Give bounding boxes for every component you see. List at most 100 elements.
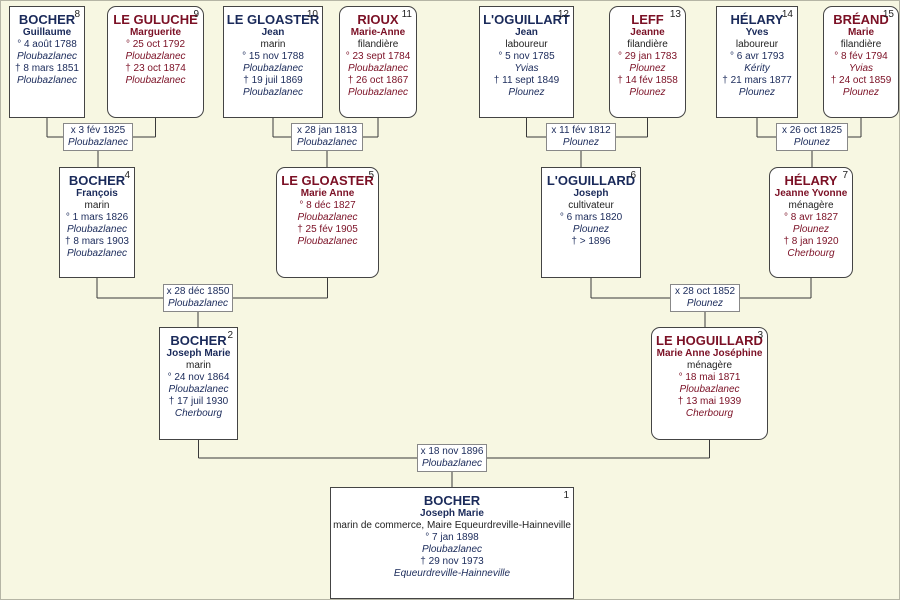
sosa-number: 5 (368, 170, 374, 181)
birth-place: Ploubazlanec (108, 51, 203, 63)
person-occupation: laboureur (735, 39, 779, 50)
person-occupation: cultivateur (568, 200, 614, 211)
birth-date: ° 23 sept 1784 (345, 51, 411, 62)
death-place-text: Plounez (629, 87, 666, 98)
death-place-text: Cherbourg (787, 248, 835, 259)
marriage-date: x 26 oct 1825 (781, 125, 843, 136)
death-place: Ploubazlanec (224, 87, 322, 99)
person-occupation: filandière (357, 39, 399, 50)
marriage-date: x 28 déc 1850 (166, 286, 230, 297)
person-given-name: Joseph Marie (420, 508, 484, 519)
birth-place-text: Ploubazlanec (347, 63, 409, 74)
person-surname: BRÉAND (833, 12, 889, 27)
birth-date: ° 6 avr 1793 (729, 51, 785, 62)
sosa-number: 15 (882, 9, 894, 20)
birth-place: Plounez (610, 63, 685, 75)
person-given-name: Jean (515, 27, 538, 38)
birth-place-text: Yvias (514, 63, 539, 74)
person-surname: BOCHER (68, 173, 126, 188)
person-surname: LEFF (631, 12, 664, 27)
person-given-name: Joseph Marie (166, 348, 231, 359)
marriage-date: x 3 fév 1825 (70, 125, 126, 136)
death-date: † 8 mars 1903 (65, 236, 129, 247)
death-place-text: Plounez (842, 87, 880, 98)
death-date: † 11 sept 1849 (493, 75, 560, 86)
birth-date: ° 1 mars 1826 (65, 212, 129, 223)
person-surname: LE GLOASTER (281, 173, 374, 188)
birth-place-text: Kérity (744, 63, 770, 74)
death-place-text: Ploubazlanec (297, 236, 358, 247)
death-place-text: Equeurdreville-Hainneville (393, 568, 511, 579)
birth-date: ° 5 nov 1785 (498, 51, 555, 62)
birth-place-text: Ploubazlanec (168, 384, 229, 395)
birth-place-text: Ploubazlanec (125, 51, 186, 62)
death-place: Plounez (717, 87, 797, 99)
marriage-date: x 11 fév 1812 (551, 125, 611, 136)
person-surname: HÉLARY (730, 12, 784, 27)
death-place-text: Plounez (738, 87, 776, 98)
sosa-number: 11 (401, 9, 412, 20)
birth-date: ° 25 oct 1792 (125, 39, 186, 50)
person-surname: RIOUX (357, 12, 399, 27)
birth-place: Ploubazlanec (10, 51, 84, 63)
death-place-text: Ploubazlanec (16, 75, 78, 86)
marriage-place: Ploubazlanec (167, 298, 229, 309)
person-occupation: marin (185, 360, 211, 371)
sosa-number: 12 (557, 9, 569, 20)
death-place-text: Cherbourg (174, 408, 223, 419)
death-place-text: Ploubazlanec (242, 87, 304, 98)
birth-place-text: Ploubazlanec (242, 63, 304, 74)
death-date: † 14 fév 1858 (617, 75, 678, 86)
birth-place: Yvias (480, 63, 573, 75)
person-surname: LE GLOASTER (226, 12, 320, 27)
death-place: Ploubazlanec (60, 248, 134, 260)
sosa-number: 14 (781, 9, 793, 20)
sosa-number: 9 (193, 9, 199, 20)
birth-date: ° 7 jan 1898 (425, 532, 479, 543)
person-given-name: Marie-Anne (350, 27, 406, 38)
death-place: Cherbourg (160, 408, 237, 420)
birth-date: ° 8 avr 1827 (783, 212, 839, 223)
death-place-text: Ploubazlanec (66, 248, 128, 259)
sosa-number: 1 (563, 490, 569, 501)
death-place-text: Ploubazlanec (125, 75, 186, 86)
sosa-number: 4 (124, 170, 130, 181)
person-given-name: Joseph (573, 188, 609, 199)
birth-place: Ploubazlanec (331, 544, 573, 556)
person-occupation: laboureur (505, 39, 548, 50)
birth-place-text: Ploubazlanec (16, 51, 78, 62)
sosa-number: 6 (630, 170, 636, 181)
person-given-name: Guillaume (22, 27, 72, 38)
sosa-number: 10 (306, 9, 318, 20)
marriage-date: x 28 oct 1852 (674, 286, 736, 297)
birth-place-text: Yvias (848, 63, 874, 74)
sosa-number: 2 (227, 330, 233, 341)
birth-place-text: Ploubazlanec (421, 544, 483, 555)
person-surname: HÉLARY (784, 173, 838, 188)
death-date: † 17 juil 1930 (168, 396, 229, 407)
death-place: Plounez (824, 87, 898, 99)
person-given-name: Marie (847, 27, 875, 38)
birth-date: ° 29 jan 1783 (617, 51, 678, 62)
marriage-place: Plounez (562, 137, 600, 148)
person-surname: LE GULUCHE (113, 12, 198, 27)
death-place: Ploubazlanec (108, 75, 203, 87)
